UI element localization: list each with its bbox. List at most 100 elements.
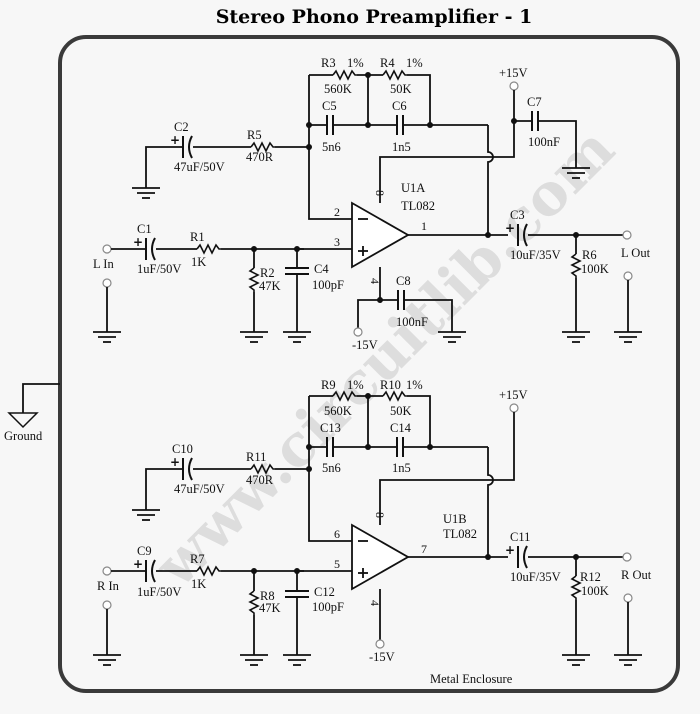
resistor-r4 [382, 70, 408, 80]
r2-ref: R2 [260, 266, 275, 280]
resistor-r3 [332, 70, 358, 80]
right-channel: R In C9 1uF/50V R7 1K R8 47K C12 100pF 6… [92, 378, 652, 666]
ground-symbol [613, 331, 643, 343]
c12-ref: C12 [314, 585, 335, 599]
enclosure-label: Metal Enclosure [430, 672, 513, 686]
l-out-terminal[interactable] [622, 230, 632, 240]
c10-ref: C10 [172, 442, 193, 456]
r9-tolerance: 1% [347, 378, 364, 392]
l-minus15v-terminal[interactable] [353, 327, 363, 337]
capacitor-c1 [132, 234, 156, 261]
pin-label: 6 [334, 527, 340, 541]
c8-value: 100nF [396, 315, 428, 329]
capacitor-c11 [504, 542, 528, 569]
c10-value: 47uF/50V [174, 482, 225, 496]
resistor-r6 [571, 253, 581, 279]
c1-value: 1uF/50V [137, 262, 181, 276]
r1-ref: R1 [190, 230, 205, 244]
c2-value: 47uF/50V [174, 160, 225, 174]
resistor-r8 [249, 590, 259, 616]
u1a-part: TL082 [401, 199, 435, 213]
r3-value: 560K [324, 82, 352, 96]
r12-value: 100K [581, 584, 609, 598]
capacitor-c10 [169, 454, 193, 481]
ground-symbol [92, 331, 122, 343]
capacitor-c2 [169, 132, 193, 159]
r10-tolerance: 1% [406, 378, 423, 392]
ground-label: Ground [4, 429, 43, 443]
ground-symbol [282, 331, 312, 343]
r-out-return-terminal[interactable] [623, 593, 633, 603]
r-in-terminal[interactable] [102, 566, 112, 576]
c8-ref: C8 [396, 274, 411, 288]
r4-tolerance: 1% [406, 56, 423, 70]
r-minus15v-terminal[interactable] [375, 639, 385, 649]
l-out-return-terminal[interactable] [623, 271, 633, 281]
c13-value: 5n6 [322, 461, 341, 475]
c14-ref: C14 [390, 421, 412, 435]
r-out-label: R Out [621, 568, 652, 582]
plus15v-label: +15V [499, 66, 528, 80]
c6-value: 1n5 [392, 140, 411, 154]
c14-value: 1n5 [392, 461, 411, 475]
c6-ref: C6 [392, 99, 407, 113]
ground-symbol [131, 509, 161, 521]
c2-ref: C2 [174, 120, 189, 134]
r10-value: 50K [390, 404, 412, 418]
c3-ref: C3 [510, 208, 525, 222]
c11-value: 10uF/35V [510, 570, 561, 584]
capacitor-c12 [284, 590, 310, 598]
l-in-return-terminal[interactable] [102, 278, 112, 288]
r7-ref: R7 [190, 552, 205, 566]
u1a-ref: U1A [401, 181, 425, 195]
r4-value: 50K [390, 82, 412, 96]
r-plus15v-terminal[interactable] [509, 403, 519, 413]
c12-value: 100pF [312, 600, 344, 614]
r4-ref: R4 [380, 56, 395, 70]
opamp-u1b [351, 524, 409, 590]
r-out-terminal[interactable] [622, 552, 632, 562]
c4-ref: C4 [314, 262, 329, 276]
pin-label: 4 [368, 278, 382, 284]
l-out-label: L Out [621, 246, 651, 260]
capacitor-c14 [396, 436, 404, 458]
capacitor-c5 [326, 114, 334, 136]
l-in-terminal[interactable] [102, 244, 112, 254]
resistor-r2 [249, 267, 259, 293]
pin-label: 7 [421, 542, 427, 556]
ground-symbol [239, 331, 269, 343]
r6-ref: R6 [582, 248, 597, 262]
u1b-ref: U1B [443, 512, 467, 526]
r9-ref: R9 [321, 378, 336, 392]
pin-label: 4 [368, 600, 382, 606]
l-plus15v-terminal[interactable] [509, 81, 519, 91]
c3-value: 10uF/35V [510, 248, 561, 262]
r11-ref: R11 [246, 450, 266, 464]
r7-value: 1K [191, 577, 206, 591]
r3-ref: R3 [321, 56, 336, 70]
pin-label: 3 [334, 235, 340, 249]
c11-ref: C11 [510, 530, 530, 544]
plus15v-label: +15V [499, 388, 528, 402]
r10-ref: R10 [380, 378, 401, 392]
u1b-part: TL082 [443, 527, 477, 541]
r-in-return-terminal[interactable] [102, 600, 112, 610]
r8-ref: R8 [260, 589, 275, 603]
pin-label: 2 [334, 205, 340, 219]
c1-ref: C1 [137, 222, 152, 236]
c5-value: 5n6 [322, 140, 341, 154]
capacitor-c6 [396, 114, 404, 136]
pin-label: 1 [421, 219, 427, 233]
ground-symbol [561, 331, 591, 343]
minus15v-label: -15V [369, 650, 395, 664]
schematic-title: Stereo Phono Preamplifier - 1 [215, 6, 533, 28]
r11-value: 470R [246, 473, 274, 487]
ground-symbol [282, 654, 312, 666]
r5-ref: R5 [247, 128, 262, 142]
l-in-label: L In [93, 257, 114, 271]
ground-symbol [561, 654, 591, 666]
c13-ref: C13 [320, 421, 341, 435]
ground-symbol [131, 187, 161, 199]
resistor-r1 [196, 244, 222, 254]
